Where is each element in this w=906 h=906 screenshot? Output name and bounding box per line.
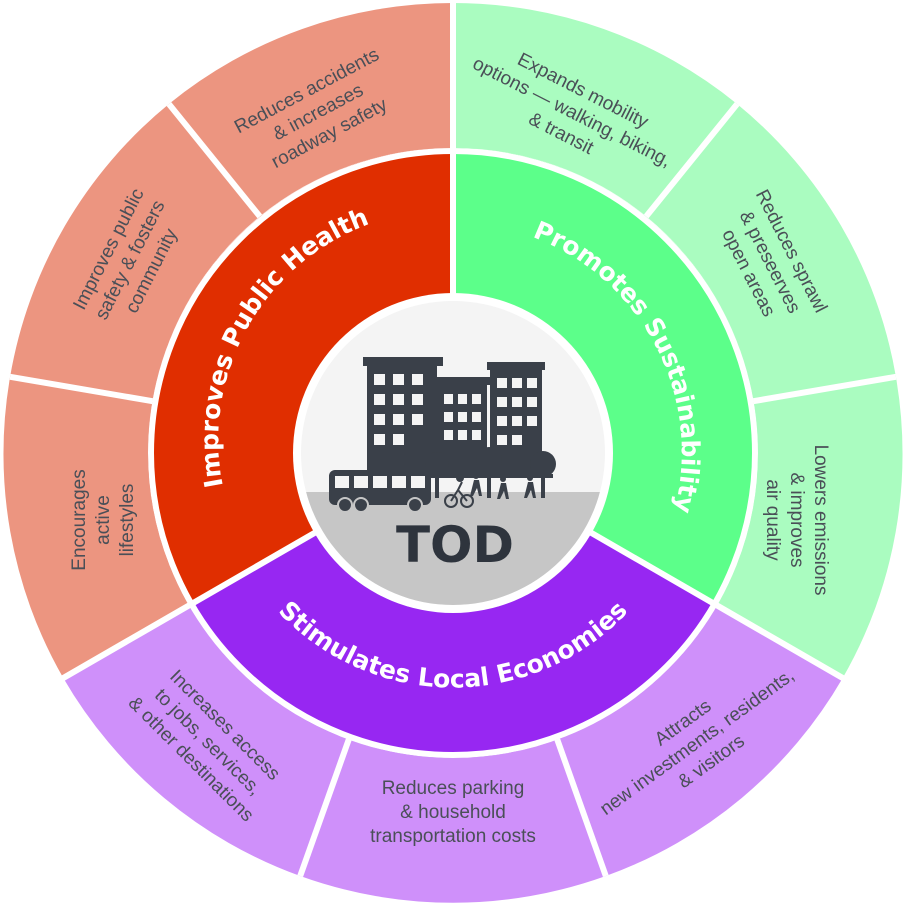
bus-icon bbox=[329, 470, 431, 513]
outer-label-line: lifestyles bbox=[117, 484, 138, 557]
outer-label-economy-2: Reduces parking & household transportation… bbox=[370, 778, 536, 847]
outer-segment-health-2 bbox=[10, 104, 260, 402]
outer-label-line: & household bbox=[400, 802, 506, 823]
outer-label-line: Lowers emissions bbox=[810, 445, 831, 596]
tree-icon bbox=[530, 451, 556, 498]
outer-ring bbox=[3, 2, 903, 903]
outer-segment-economy-3 bbox=[557, 605, 843, 876]
tree-icon bbox=[425, 452, 449, 498]
outer-label-line: transportation costs bbox=[370, 826, 536, 847]
outer-label-line: Reduces parking bbox=[382, 778, 525, 799]
outer-segment-health-3 bbox=[3, 376, 190, 678]
outer-label-line: air quality bbox=[762, 479, 783, 561]
outer-label-line: Encourages bbox=[69, 469, 90, 570]
outer-segment-economy-2 bbox=[300, 739, 606, 903]
center-label: TOD bbox=[396, 516, 514, 574]
outer-segment-sustain-3 bbox=[716, 376, 903, 678]
outer-segment-health-1 bbox=[168, 2, 453, 217]
tree-icon bbox=[476, 447, 502, 498]
center-hub: TOD bbox=[293, 293, 613, 613]
outer-label-line: & improves bbox=[786, 472, 807, 567]
outer-segment-sustain-2 bbox=[646, 104, 896, 402]
pedestrian-icon bbox=[470, 473, 482, 496]
outer-label-line: active bbox=[93, 495, 114, 545]
pedestrian-icon bbox=[524, 475, 536, 498]
outer-label-sustain-3: Lowers emissions& improvesair quality bbox=[762, 445, 831, 596]
bicycle-icon bbox=[444, 474, 474, 508]
outer-segment-economy-1 bbox=[63, 605, 349, 876]
outer-segment-sustain-1 bbox=[453, 2, 738, 217]
city-illustration-icon bbox=[329, 357, 556, 513]
pedestrian-icon bbox=[497, 476, 509, 499]
